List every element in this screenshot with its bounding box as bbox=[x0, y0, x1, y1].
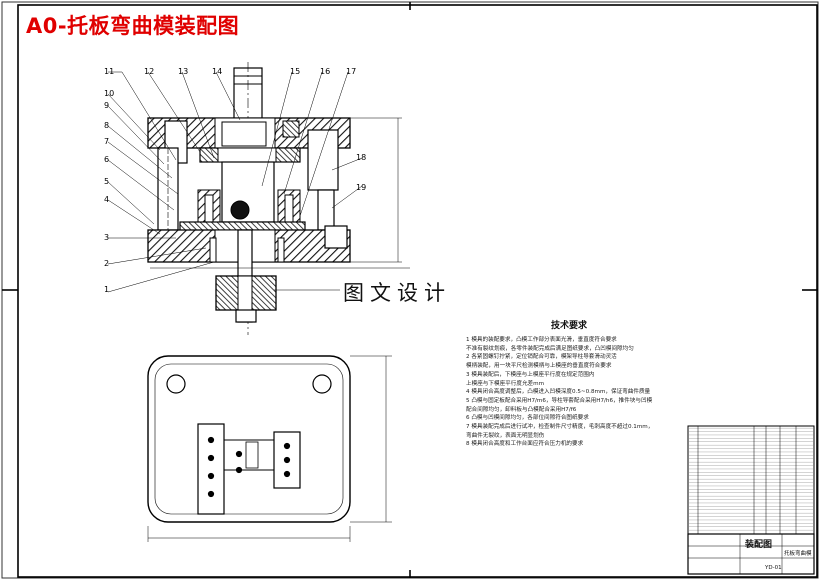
requirement-item: 7 模具装配完成后进行试冲，检查制件尺寸精度，毛刺高度不超过0.1mm， bbox=[466, 424, 654, 431]
part-label: 14 bbox=[212, 67, 222, 76]
requirement-item: 8 模具闭合高度和工作台面应符合压力机的要求 bbox=[466, 441, 584, 448]
title-block bbox=[687, 533, 815, 575]
part-label: 9 bbox=[104, 101, 109, 110]
title-block-drawing-code: YD-01 bbox=[765, 565, 782, 571]
part-label: 6 bbox=[104, 155, 109, 164]
part-label: 10 bbox=[104, 89, 114, 98]
watermark-text: 图文设计 bbox=[343, 281, 451, 305]
drawing-title: A0-托板弯曲模装配图 bbox=[26, 14, 240, 38]
requirement-item: 4 模具闭合高度调整后，凸模进入凹模深度0.5~0.8mm，保证弯曲件质量 bbox=[466, 389, 651, 396]
part-label: 15 bbox=[290, 67, 300, 76]
part-label: 2 bbox=[104, 259, 109, 268]
requirement-item: 3 模具装配后，下模座与上模座平行度在规定范围内 bbox=[466, 371, 595, 378]
requirement-item: 1 模具的装配要求，凸模工作部分表面光滑，垂直度符合要求 bbox=[466, 337, 617, 343]
part-label: 3 bbox=[104, 233, 109, 242]
requirement-item: 6 凸模与凹模间隙均匀，各部位间隙符合图纸要求 bbox=[466, 415, 589, 422]
requirement-item: 2 各紧固螺钉拧紧，定位销配合可靠，模架导柱导套滑动灵活 bbox=[466, 354, 617, 361]
requirement-item: 弯曲件无裂纹，表面无明显划伤 bbox=[466, 432, 545, 439]
part-label: 7 bbox=[104, 137, 109, 146]
title-block-drawing-name: 装配图 bbox=[745, 540, 773, 550]
part-label: 18 bbox=[356, 153, 366, 162]
front-section-view bbox=[147, 62, 410, 335]
part-label: 19 bbox=[356, 183, 366, 192]
part-number-labels: 1 2 3 4 5 6 7 8 9 10 11 12 13 14 15 16 1… bbox=[104, 67, 366, 294]
requirement-item: 配合间隙均匀，卸料板与凸模配合采用H7/f6 bbox=[466, 406, 577, 413]
parts-list-table bbox=[687, 425, 815, 535]
requirement-item: 不准有裂纹划痕，各零件装配完成后满足图纸要求，凸凹模间隙均匀 bbox=[466, 345, 634, 352]
plan-view bbox=[147, 355, 392, 542]
part-label: 8 bbox=[104, 121, 109, 130]
title-block-sheet-label: 托板弯曲模 bbox=[784, 551, 812, 557]
technical-requirements: 技术要求 1 模具的装配要求，凸模工作部分表面光滑，垂直度符合要求 不准有裂纹划… bbox=[466, 318, 672, 449]
part-label: 1 bbox=[104, 285, 109, 294]
part-label: 5 bbox=[104, 177, 109, 186]
leader-lines bbox=[107, 71, 363, 293]
part-label: 16 bbox=[320, 67, 330, 76]
part-label: 11 bbox=[104, 67, 114, 76]
technical-requirements-heading: 技术要求 bbox=[550, 321, 587, 331]
requirement-item: 模柄装配，用一块平尺检测模柄与上模座的垂直度符合要求 bbox=[466, 363, 612, 370]
requirement-item: 5 凸模与固定板配合采用H7/m6，导柱导套配合采用H7/h6，推件块与凹模 bbox=[466, 397, 653, 404]
part-label: 17 bbox=[346, 67, 356, 76]
part-label: 13 bbox=[178, 67, 188, 76]
part-label: 4 bbox=[104, 195, 109, 204]
part-label: 12 bbox=[144, 67, 154, 76]
requirement-item: 上模座与下模座平行度允差mm bbox=[466, 380, 545, 387]
